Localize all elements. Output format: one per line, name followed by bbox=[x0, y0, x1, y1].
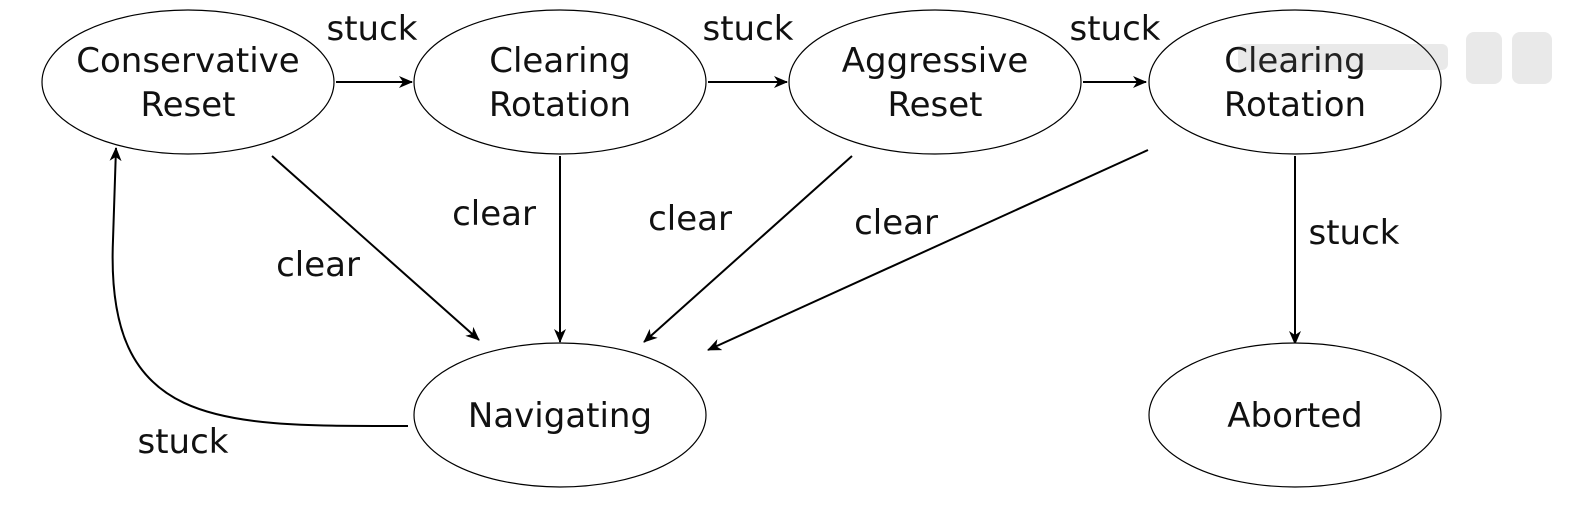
edge-clearing-rotation-2-to-navigating bbox=[707, 149, 1149, 351]
edge-navigating-to-conservative-reset bbox=[109, 147, 409, 428]
state-node-shape bbox=[788, 9, 1082, 155]
edge-conservative-reset-to-navigating bbox=[271, 155, 480, 341]
state-node-label: Rotation bbox=[489, 85, 631, 125]
edge-label-clear: clear bbox=[452, 194, 536, 234]
state-node-label: Aggressive bbox=[842, 41, 1029, 81]
edge-label-stuck: stuck bbox=[327, 9, 418, 49]
state-node-label: Aborted bbox=[1227, 396, 1362, 436]
state-node-shape bbox=[1148, 342, 1442, 488]
edges-layer bbox=[109, 76, 1301, 428]
edge-label-stuck: stuck bbox=[1309, 213, 1400, 253]
state-node-label: Clearing bbox=[1224, 41, 1366, 81]
state-node-shape bbox=[413, 9, 707, 155]
state-node-shape bbox=[41, 9, 335, 155]
state-node-label: Clearing bbox=[489, 41, 631, 81]
edge-label-clear: clear bbox=[648, 199, 732, 239]
state-node-label: Navigating bbox=[468, 396, 652, 436]
edge-aggressive-reset-to-navigating bbox=[643, 155, 853, 343]
state-node-shape bbox=[413, 342, 707, 488]
edge-label-clear: clear bbox=[854, 203, 938, 243]
edge-label-stuck: stuck bbox=[138, 422, 229, 462]
state-node-navigating: Navigating bbox=[413, 342, 707, 488]
nodes-layer: ConservativeResetClearingRotationAggress… bbox=[41, 9, 1442, 488]
state-node-aborted: Aborted bbox=[1148, 342, 1442, 488]
watermark-logo bbox=[1238, 32, 1552, 84]
edge-label-stuck: stuck bbox=[703, 9, 794, 49]
edge-labels-layer: stuck stuck stuck clear clear clear clear stuck… bbox=[138, 9, 1400, 462]
state-node-label: Reset bbox=[888, 85, 983, 125]
state-node-label: Rotation bbox=[1224, 85, 1366, 125]
state-node-label: Reset bbox=[141, 85, 236, 125]
edge-label-clear: clear bbox=[276, 245, 360, 285]
state-node-label: Conservative bbox=[76, 41, 299, 81]
state-node-shape bbox=[1148, 9, 1442, 155]
edge-label-stuck: stuck bbox=[1070, 9, 1161, 49]
